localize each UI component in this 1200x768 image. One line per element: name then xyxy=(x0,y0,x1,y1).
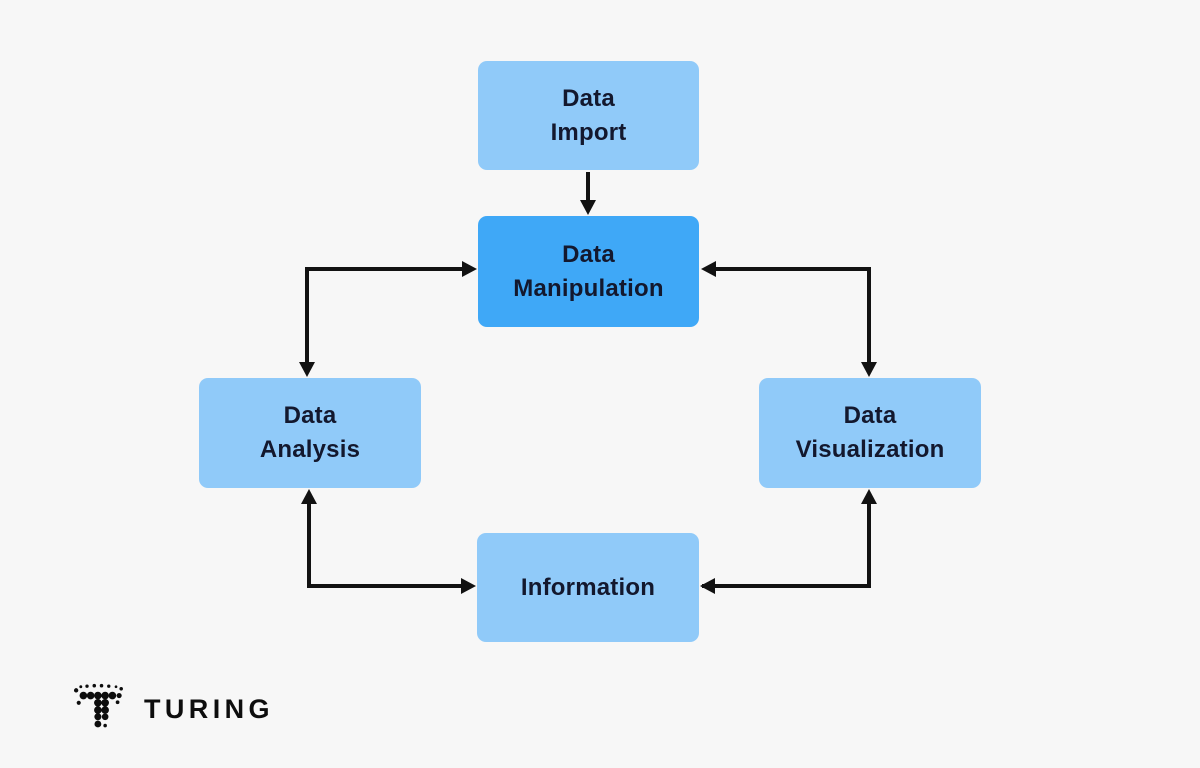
node-information: Information xyxy=(477,533,699,642)
node-label-line: Data xyxy=(843,402,897,429)
node-label-line: Analysis xyxy=(259,436,361,463)
node-data-analysis: Data Analysis xyxy=(199,378,421,488)
node-data-visualization: Data Visualization xyxy=(759,378,981,488)
node-data-import: Data Import xyxy=(478,61,699,170)
node-label-line: Information xyxy=(520,573,656,601)
node-label-line: Data xyxy=(283,402,337,429)
connector-manipulation-visualization xyxy=(701,261,877,377)
node-label-line: Manipulation xyxy=(513,274,664,302)
connector-import-to-manipulation xyxy=(580,172,596,215)
connector-manipulation-analysis xyxy=(299,261,477,377)
node-label-line: Visualization xyxy=(795,436,945,463)
node-label-line: Data xyxy=(562,240,615,268)
node-label-line: Data xyxy=(562,84,615,112)
turing-wordmark: TURING xyxy=(144,693,274,724)
turing-logo: TURING xyxy=(72,682,274,736)
dot-matrix-t-icon xyxy=(73,683,123,728)
node-data-manipulation: Data Manipulation xyxy=(478,216,699,327)
node-label-line: Import xyxy=(550,118,627,146)
connector-analysis-information xyxy=(301,489,476,594)
connector-visualization-information xyxy=(700,489,877,594)
